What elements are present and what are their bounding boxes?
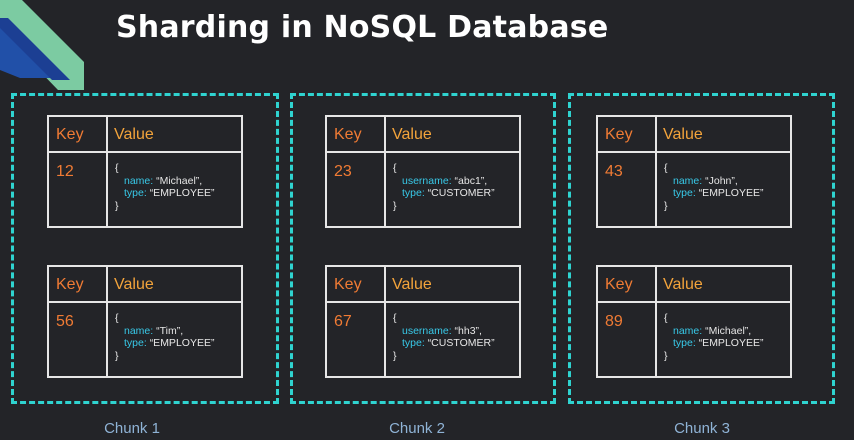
field-line: name: “John”, [664, 175, 790, 188]
shard-table: Key Value 89 { name: “Michael”, type: “E… [596, 265, 792, 378]
chunk-1-border [11, 93, 279, 404]
key-header: Key [327, 117, 386, 153]
value-header: Value [657, 267, 790, 303]
field-value: “Tim”, [156, 324, 184, 337]
field-name: type: [124, 187, 147, 199]
field-value: “EMPLOYEE” [149, 187, 215, 199]
field-value: “EMPLOYEE” [149, 337, 215, 349]
field-value: “hh3”, [454, 324, 482, 337]
key-cell: 23 [327, 153, 386, 226]
value-cell: { name: “Michael”, type: “EMPLOYEE” } [657, 303, 790, 376]
value-cell: { username: “hh3”, type: “CUSTOMER” } [386, 303, 519, 376]
key-header: Key [49, 117, 108, 153]
key-header: Key [598, 267, 657, 303]
chunk-1-label: Chunk 1 [104, 420, 160, 437]
field-line: type: “EMPLOYEE” [664, 337, 790, 350]
field-name: type: [673, 187, 696, 199]
close-brace: } [664, 349, 668, 362]
field-line: type: “EMPLOYEE” [115, 187, 241, 200]
shard-table: Key Value 12 { name: “Michael”, type: “E… [47, 115, 243, 228]
field-line: name: “Michael”, [664, 325, 790, 338]
shard-table: Key Value 56 { name: “Tim”, type: “EMPLO… [47, 265, 243, 378]
open-brace: { [393, 312, 397, 324]
field-line: name: “Tim”, [115, 325, 241, 338]
field-name: type: [124, 337, 147, 349]
field-name: name: [673, 174, 703, 187]
logo-stripes-icon [0, 0, 84, 90]
key-cell: 56 [49, 303, 108, 376]
field-line: name: “Michael”, [115, 175, 241, 188]
key-cell: 89 [598, 303, 657, 376]
value-cell: { username: “abc1”, type: “CUSTOMER” } [386, 153, 519, 226]
field-name: type: [402, 337, 425, 349]
field-line: type: “CUSTOMER” [393, 337, 519, 350]
field-line: username: “abc1”, [393, 175, 519, 188]
key-header: Key [598, 117, 657, 153]
shard-table: Key Value 43 { name: “John”, type: “EMPL… [596, 115, 792, 228]
field-line: username: “hh3”, [393, 325, 519, 338]
field-name: type: [402, 187, 425, 199]
value-header: Value [386, 267, 519, 303]
field-line: type: “EMPLOYEE” [115, 337, 241, 350]
shard-table: Key Value 23 { username: “abc1”, type: “… [325, 115, 521, 228]
field-name: type: [673, 337, 696, 349]
key-cell: 67 [327, 303, 386, 376]
field-name: name: [124, 324, 154, 337]
open-brace: { [393, 162, 397, 174]
field-value: “Michael”, [705, 324, 752, 337]
field-name: name: [673, 324, 703, 337]
value-cell: { name: “Tim”, type: “EMPLOYEE” } [108, 303, 241, 376]
chunk-3-label: Chunk 3 [674, 420, 730, 437]
key-header: Key [49, 267, 108, 303]
close-brace: } [115, 349, 119, 362]
field-value: “Michael”, [156, 174, 203, 187]
field-value: “John”, [705, 174, 738, 187]
field-line: type: “EMPLOYEE” [664, 187, 790, 200]
chunk-2-border [290, 93, 556, 404]
chunk-3-border [568, 93, 835, 404]
chunk-2-label: Chunk 2 [389, 420, 445, 437]
close-brace: } [115, 199, 119, 212]
key-cell: 12 [49, 153, 108, 226]
open-brace: { [115, 312, 119, 324]
open-brace: { [664, 162, 668, 174]
field-line: type: “CUSTOMER” [393, 187, 519, 200]
value-cell: { name: “John”, type: “EMPLOYEE” } [657, 153, 790, 226]
field-value: “CUSTOMER” [427, 187, 495, 199]
value-cell: { name: “Michael”, type: “EMPLOYEE” } [108, 153, 241, 226]
close-brace: } [393, 199, 397, 212]
field-name: username: [402, 324, 452, 337]
field-value: “CUSTOMER” [427, 337, 495, 349]
key-cell: 43 [598, 153, 657, 226]
open-brace: { [115, 162, 119, 174]
value-header: Value [108, 267, 241, 303]
field-value: “EMPLOYEE” [698, 187, 764, 199]
page-title: Sharding in NoSQL Database [116, 10, 609, 45]
value-header: Value [657, 117, 790, 153]
shard-table: Key Value 67 { username: “hh3”, type: “C… [325, 265, 521, 378]
open-brace: { [664, 312, 668, 324]
close-brace: } [393, 349, 397, 362]
field-name: username: [402, 174, 452, 187]
key-header: Key [327, 267, 386, 303]
field-name: name: [124, 174, 154, 187]
field-value: “EMPLOYEE” [698, 337, 764, 349]
value-header: Value [386, 117, 519, 153]
value-header: Value [108, 117, 241, 153]
field-value: “abc1”, [454, 174, 488, 187]
close-brace: } [664, 199, 668, 212]
